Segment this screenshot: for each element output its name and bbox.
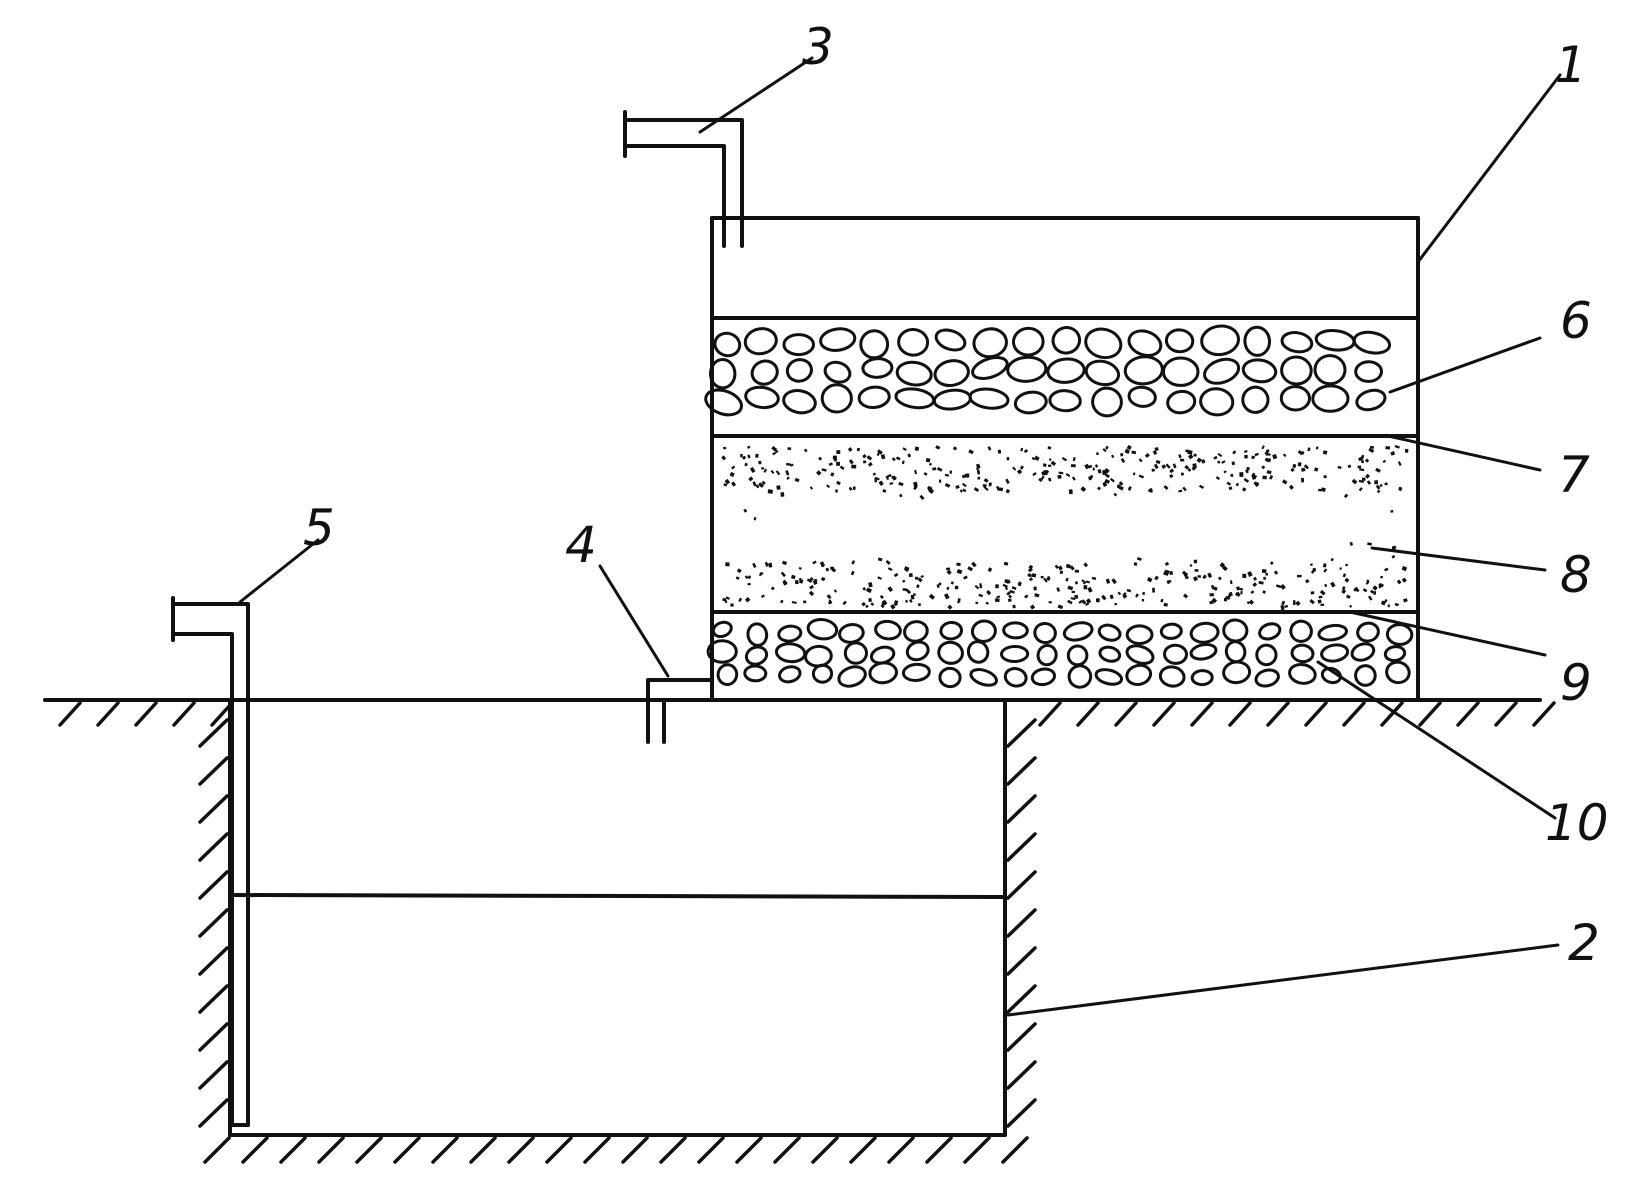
- label-8: 8: [1560, 546, 1592, 604]
- label-9: 9: [1560, 654, 1592, 712]
- label-3: 3: [802, 18, 834, 76]
- label-6: 6: [1560, 292, 1592, 350]
- filter-box: [704, 216, 1420, 700]
- label-7: 7: [1558, 446, 1590, 504]
- leader-lines: [238, 56, 1562, 1017]
- ground-surface: [43, 698, 1556, 727]
- label-5: 5: [303, 499, 335, 557]
- label-1: 1: [1555, 36, 1587, 94]
- drain-pipe: [646, 678, 714, 744]
- label-4: 4: [565, 516, 597, 574]
- inlet-pipe: [623, 110, 744, 248]
- label-2: 2: [1568, 914, 1600, 972]
- callout-labels: 3 1 6 7 8 9 10 2 4 5: [303, 18, 1609, 972]
- label-10: 10: [1545, 794, 1609, 852]
- underground-tank: [198, 698, 1037, 1164]
- outlet-pipe: [171, 596, 250, 1127]
